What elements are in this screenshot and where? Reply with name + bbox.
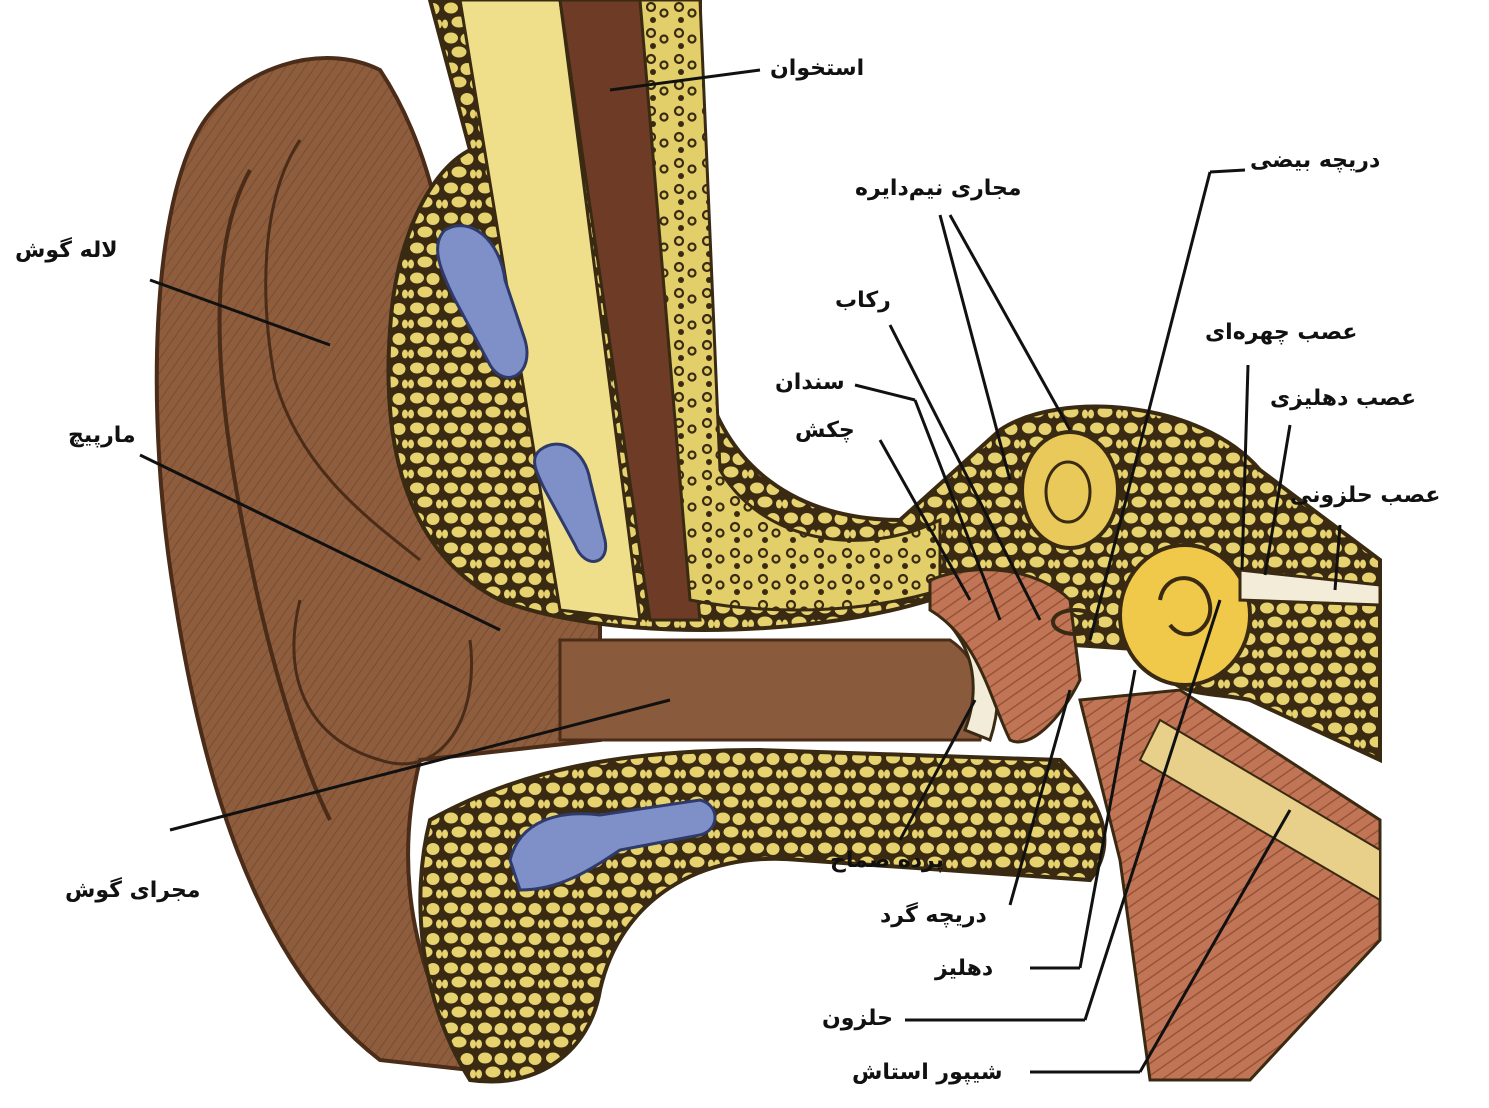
label-helix: مارپیچ	[68, 425, 136, 447]
label-eustachian-tube: شیپور استاش	[852, 1062, 1003, 1084]
label-semicircular-canals: مجاری نیم‌دایره	[855, 178, 1021, 200]
label-facial-nerve: عصب چهره‌ای	[1205, 322, 1357, 344]
label-oval-window: دریچه بیضی	[1250, 150, 1380, 172]
cochlea-shape	[1120, 545, 1250, 685]
label-cochlea: حلزون	[822, 1008, 893, 1030]
eustachian-tube-shape	[1080, 690, 1380, 1080]
label-vestibule: دهلیز	[935, 958, 993, 980]
label-malleus: چکش	[795, 420, 855, 442]
label-eardrum: پرده صماخ	[830, 850, 944, 872]
label-cochlear-nerve: عصب حلزونی	[1290, 485, 1440, 507]
leader-semicircular-a	[940, 215, 1010, 480]
label-incus: سندان	[775, 372, 845, 394]
label-stapes: رکاب	[835, 290, 891, 312]
label-ear-canal: مجرای گوش	[65, 880, 200, 902]
lower-bone-mass	[420, 750, 1104, 1082]
label-pinna: لاله گوش	[15, 240, 118, 262]
label-round-window: دریچه گرد	[880, 905, 987, 927]
leader-oval-window	[1210, 170, 1245, 172]
label-vestibular-nerve: عصب دهلیزی	[1270, 388, 1416, 410]
label-bone: استخوان	[770, 58, 864, 80]
semicircular-canal	[1022, 432, 1118, 548]
leader-incus	[855, 385, 915, 400]
ear-canal-shape	[560, 640, 984, 740]
